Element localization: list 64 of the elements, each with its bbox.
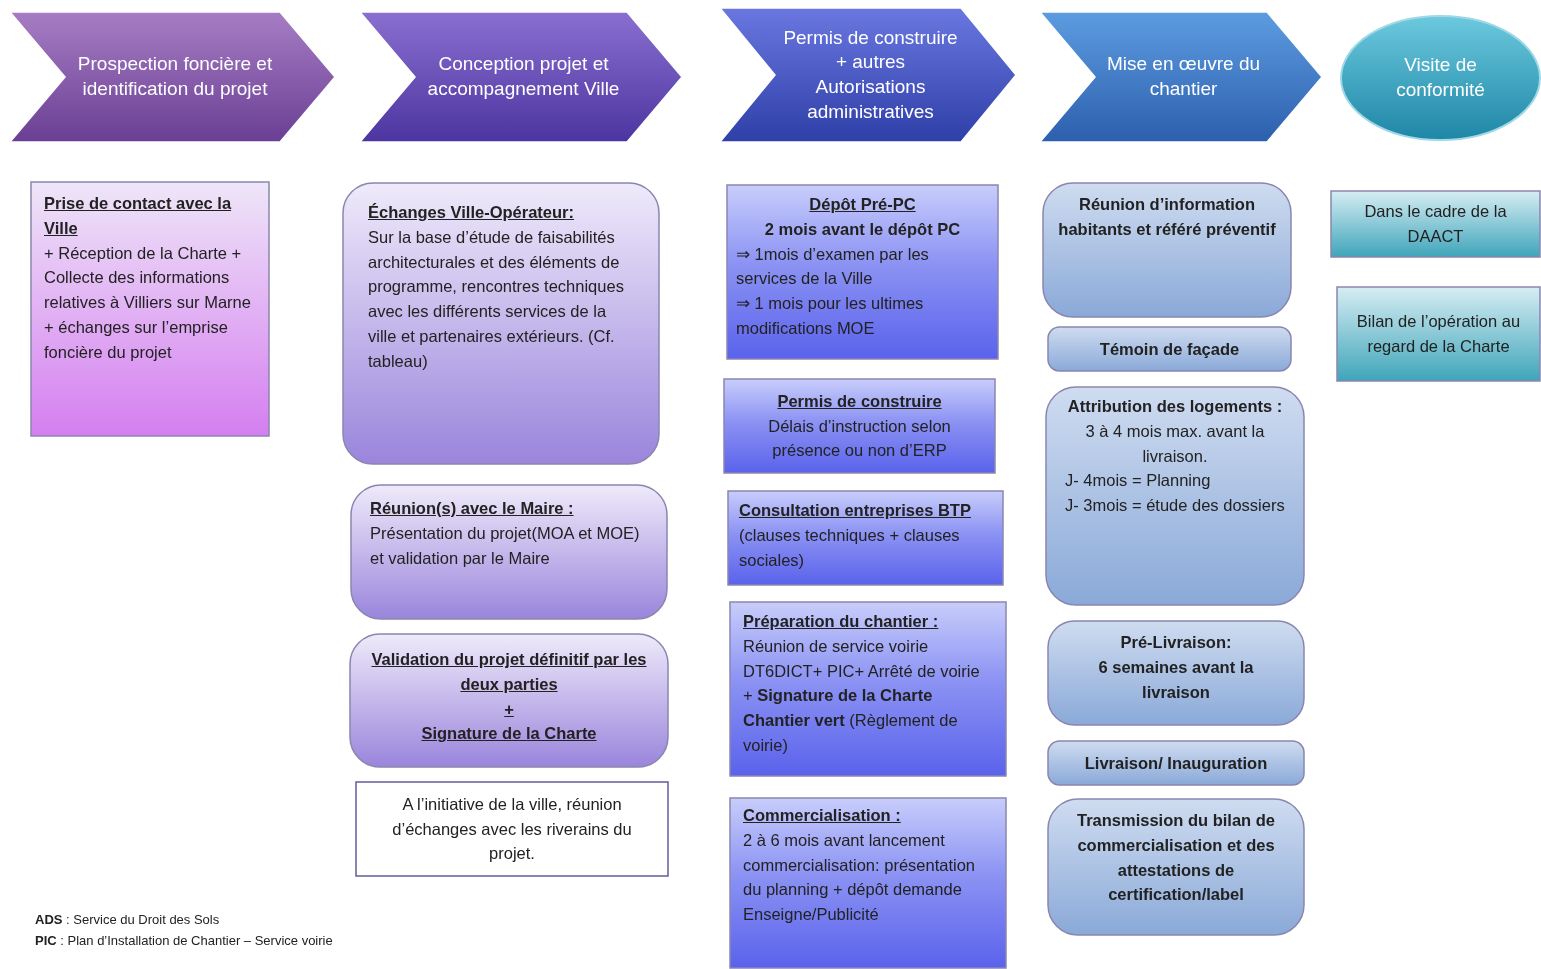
- step-text: Livraison/ Inauguration: [1083, 752, 1269, 774]
- rounded-step-box: [342, 182, 660, 465]
- step-text: (clauses techniques + clauses sociales): [739, 524, 961, 571]
- note-box: [355, 781, 669, 877]
- step-heading: Signature de la Charte: [420, 723, 598, 745]
- step-text: Délais d’instruction selon présence ou non d’ERP: [767, 415, 952, 462]
- step-heading: Validation du projet définitif par les deux parties: [370, 649, 648, 695]
- rounded-step-box: [1047, 620, 1305, 726]
- step-text: Visite de conformité: [1395, 53, 1486, 102]
- step-heading: Pré-Livraison:: [1119, 632, 1233, 653]
- step-text: Témoin de façade: [1098, 338, 1241, 360]
- step-box: [1330, 190, 1541, 258]
- step-heading: Permis de construire: [776, 390, 943, 412]
- step-heading: Préparation du chantier :: [743, 611, 940, 632]
- step-heading: Réunion(s) avec le Maire :: [370, 498, 575, 519]
- step-text: Réunion de service voirie DT6DICT+ PIC+ Arrêté de voirie + Signature de la Charte Chantier vert (Règlement de voirie): [743, 635, 981, 756]
- step-text: A l’initiative de la ville, réunion d’échanges avec les riverains du projet.: [391, 793, 633, 865]
- step-heading: Attribution des logements :: [1066, 396, 1284, 417]
- step-text: 6 semaines avant la livraison: [1097, 656, 1255, 703]
- step-text: 2 mois avant le dépôt PC: [763, 218, 962, 240]
- rounded-step-box: [1047, 740, 1305, 786]
- step-text: ⇒ 1mois d’examen par les services de la Ville: [736, 243, 930, 290]
- step-text: Sur la base d’étude de faisabilités architecturales et des éléments de programme, rencontres techniques avec les différents services de la ville et partenaires extérieurs. (Cf. tableau): [368, 226, 625, 372]
- step-text: Bilan de l’opération au regard de la Charte: [1355, 311, 1522, 357]
- step-heading: Commercialisation :: [743, 805, 902, 826]
- step-text: J- 3mois = étude des dossiers: [1065, 495, 1285, 516]
- step-heading: Échanges Ville-Opérateur:: [368, 202, 576, 223]
- chevron-step: [1040, 12, 1322, 142]
- step-text: Prospection foncière et identification du projet: [76, 52, 274, 101]
- step-text: Transmission du bilan de commercialisation et des attestations de certification/label: [1075, 810, 1276, 906]
- step-box: [727, 490, 1004, 586]
- step-text: + Réception de la Charte + Collecte des informations relatives à Villiers sur Marne + échanges sur l’emprise foncière du projet: [44, 242, 252, 363]
- rounded-step-box: [1047, 798, 1305, 936]
- chevron-step: [10, 12, 335, 142]
- step-box: [726, 184, 999, 360]
- rounded-step-box: [349, 633, 669, 768]
- step-box: [723, 378, 996, 474]
- rounded-step-box: [350, 484, 668, 620]
- step-text: Permis de construire + autres Autorisations administratives: [782, 25, 959, 124]
- step-box: [1336, 286, 1541, 382]
- step-text: Présentation du projet(MOA et MOE) et validation par le Maire: [370, 522, 641, 569]
- footnote: ADS : Service du Droit des Sols: [35, 911, 220, 929]
- oval-step: [1340, 15, 1541, 141]
- step-box: [30, 181, 270, 437]
- step-text: Dans le cadre de la DAACT: [1363, 201, 1508, 247]
- step-text: 3 à 4 mois max. avant la livraison.: [1084, 420, 1266, 467]
- step-text: J- 4mois = Planning: [1065, 470, 1212, 492]
- step-text: ⇒ 1 mois pour les ultimes modifications MOE: [736, 293, 925, 339]
- step-heading: +: [503, 698, 515, 720]
- step-box: [729, 797, 1007, 969]
- step-text: 2 à 6 mois avant lancement commercialisation: présentation du planning + dépôt demande Enseigne/Publicité: [743, 829, 977, 925]
- step-heading: Prise de contact avec la Ville: [44, 193, 233, 239]
- chevron-step: [720, 8, 1016, 142]
- step-heading: Dépôt Pré-PC: [808, 194, 917, 215]
- chevron-step: [360, 12, 682, 142]
- step-text: Réunion d’information habitants et référé préventif: [1058, 194, 1276, 240]
- rounded-step-box: [1042, 182, 1292, 318]
- rounded-step-box: [1045, 386, 1305, 606]
- rounded-step-box: [1047, 326, 1292, 372]
- step-heading: Consultation entreprises BTP: [739, 500, 972, 521]
- step-box: [729, 601, 1007, 777]
- footnote: PIC : Plan d’Installation de Chantier – Service voirie: [35, 932, 333, 950]
- step-text: Conception projet et accompagnement Ville: [426, 52, 621, 101]
- step-text: Mise en œuvre du chantier: [1105, 52, 1262, 101]
